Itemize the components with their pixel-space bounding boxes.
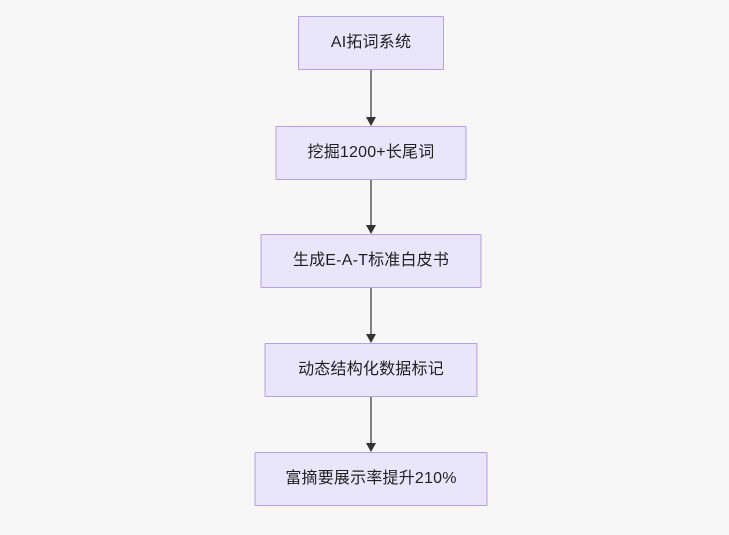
flow-edge-3 bbox=[364, 288, 378, 343]
edge-line bbox=[370, 70, 372, 118]
edge-line bbox=[370, 180, 372, 226]
edge-line bbox=[370, 288, 372, 335]
edge-line bbox=[370, 397, 372, 444]
flow-node-label: 富摘要展示率提升210% bbox=[285, 470, 457, 487]
flow-edge-4 bbox=[364, 397, 378, 452]
flow-node-label: 生成E-A-T标准白皮书 bbox=[292, 252, 450, 269]
flow-node-label: 挖掘1200+长尾词 bbox=[307, 144, 435, 161]
arrowhead-icon bbox=[366, 334, 376, 343]
arrowhead-icon bbox=[366, 117, 376, 126]
flow-node-rich-snippet-uplift[interactable]: 富摘要展示率提升210% bbox=[254, 452, 488, 506]
flow-node-label: 动态结构化数据标记 bbox=[298, 361, 444, 378]
flow-edge-2 bbox=[364, 180, 378, 234]
flow-node-generate-eat-whitepaper[interactable]: 生成E-A-T标准白皮书 bbox=[260, 234, 482, 288]
flow-node-ai-keyword-system[interactable]: AI拓词系统 bbox=[298, 16, 444, 70]
arrowhead-icon bbox=[366, 443, 376, 452]
arrowhead-icon bbox=[366, 225, 376, 234]
flow-edge-1 bbox=[364, 70, 378, 126]
flow-node-dynamic-structured-data[interactable]: 动态结构化数据标记 bbox=[264, 343, 478, 397]
flow-node-label: AI拓词系统 bbox=[330, 34, 412, 51]
flow-node-mine-longtail-keywords[interactable]: 挖掘1200+长尾词 bbox=[275, 126, 467, 180]
